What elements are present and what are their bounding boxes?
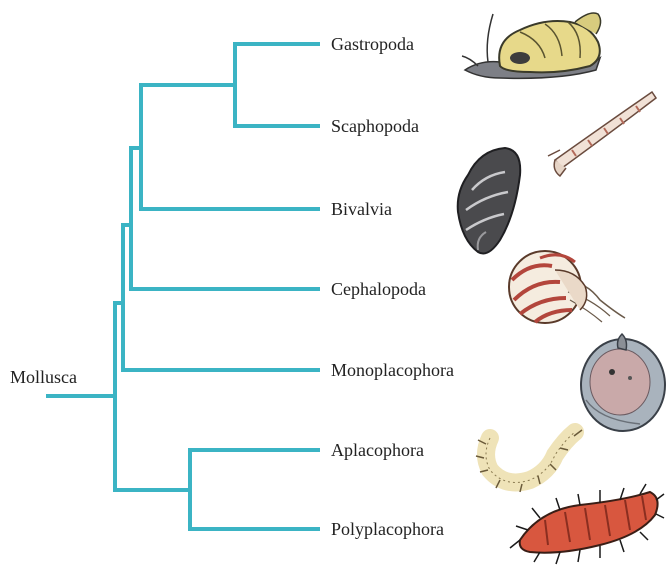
taxon-label-aplacophora: Aplacophora — [331, 440, 424, 460]
taxon-label-scaphopoda: Scaphopoda — [331, 116, 419, 136]
snail-icon — [462, 13, 601, 78]
taxon-label-polyplacophora: Polyplacophora — [331, 519, 444, 539]
root-label: Mollusca — [10, 367, 77, 387]
nautilus-icon — [509, 251, 625, 323]
taxon-label-monoplacophora: Monoplacophora — [331, 360, 454, 380]
taxon-label-bivalvia: Bivalvia — [331, 199, 392, 219]
aplacophoran-icon — [476, 430, 582, 492]
tusk-shell-icon — [548, 92, 656, 176]
chiton-icon — [510, 484, 664, 564]
taxon-label-cephalopoda: Cephalopoda — [331, 279, 426, 299]
tree-branches — [48, 44, 318, 529]
monoplacophoran-icon — [581, 334, 665, 431]
mussel-icon — [458, 148, 520, 254]
taxon-label-gastropoda: Gastropoda — [331, 34, 414, 54]
